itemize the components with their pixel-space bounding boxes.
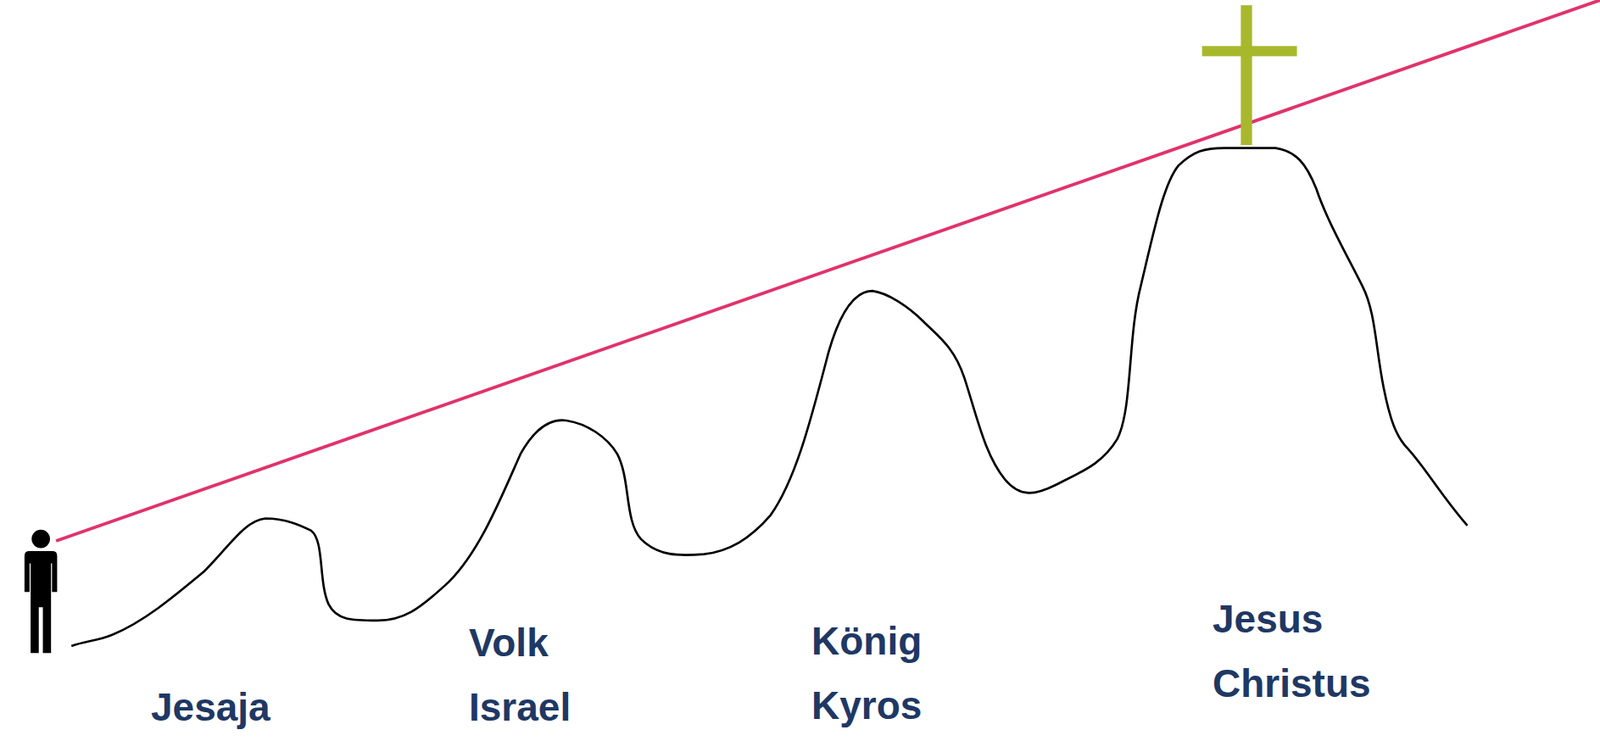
peak-label: Jesus Christus [1212, 586, 1433, 716]
peak-label: Jesaja [150, 674, 372, 740]
peak-label: König Kyros [811, 608, 990, 738]
sight-line [55, 0, 1600, 541]
person-figure [24, 529, 58, 654]
mountain-line [71, 148, 1467, 647]
cross-symbol [1202, 5, 1298, 145]
peak-label: Volk Israel [468, 610, 639, 740]
